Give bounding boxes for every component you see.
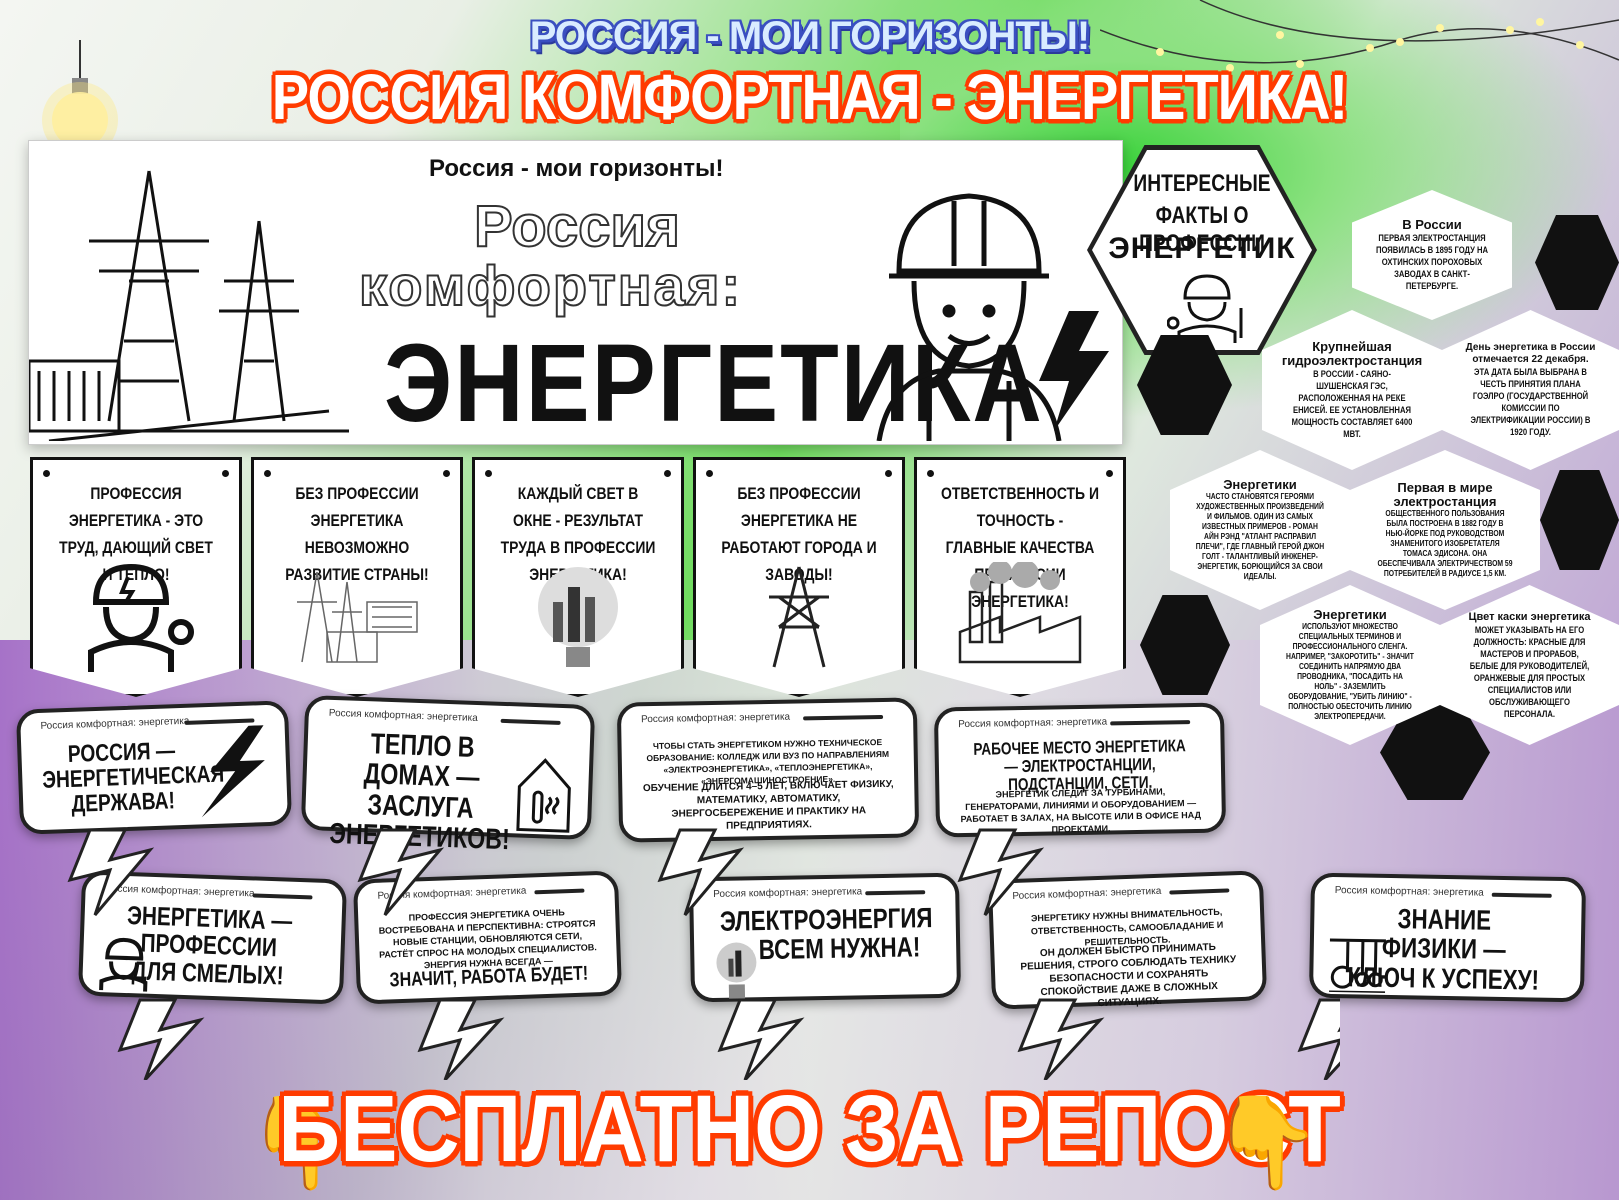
engineer-helmet-icon (876, 193, 1109, 441)
light-bulb-city-icon (538, 567, 618, 667)
bubble-header: Россия комфортная: энергетика (328, 707, 478, 725)
speech-tails (67, 828, 1340, 1080)
sign-text: БЕЗ ПРОФЕССИИ ЭНЕРГЕТИКА НЕВОЗМОЖНО РАЗВ… (285, 484, 429, 584)
pointing-hand-icon: 👇 (1210, 1093, 1323, 1193)
bubble-9: Россия комфортная: энергетика ЗНАНИЕ ФИЗ… (1308, 872, 1587, 1003)
bubble-header: Россия комфортная: энергетика (641, 711, 791, 726)
power-tower-icon (769, 566, 829, 668)
power-tower-icon (29, 170, 349, 441)
bubble-5: Россия комфортная: энергетика ЭНЕРГЕТИКА… (77, 870, 348, 1005)
bubble-text: РОССИЯ — ЭНЕРГЕТИЧЕСКАЯ ДЕРЖАВА! (41, 737, 225, 819)
hero-subtitle: Россия - мои горизонты! (429, 155, 724, 182)
fact-heading: Энергетики (1223, 477, 1297, 492)
hero-panel: Россия - мои горизонты! Россия комфортна… (28, 140, 1123, 445)
fact-text: ПЕРВАЯ ЭЛЕКТРОСТАНЦИЯ ПОЯВИЛАСЬ В 1895 Г… (1375, 233, 1489, 291)
fact-text: ОБЩЕСТВЕННОГО ПОЛЬЗОВАНИЯ БЫЛА ПОСТРОЕНА… (1377, 509, 1513, 578)
fact-heading: Энергетики (1313, 607, 1387, 622)
repost-banner[interactable]: БЕСПЛАТНО ЗА РЕПОСТ (278, 1076, 1341, 1182)
string-lights-icon (1100, 0, 1619, 72)
sign-5: ОТВЕТСТВЕННОСТЬ И ТОЧНОСТЬ - ГЛАВНЫЕ КАЧ… (914, 457, 1126, 697)
pin-icon (264, 470, 271, 477)
light-bulb-icon (716, 942, 757, 999)
pin-icon (485, 470, 492, 477)
factory-icon (958, 562, 1082, 664)
engineer-icon (88, 563, 194, 672)
facts-title-2: ФАКТЫ О ПРОФЕССИИ (1139, 202, 1265, 257)
bubble-1: Россия комфортная: энергетика РОССИЯ — Э… (15, 700, 293, 835)
hero-line-2: комфортная: (358, 253, 743, 318)
fact-hex-7: Цвет каски энергетика МОЖЕТ УКАЗЫВАТЬ НА… (1440, 585, 1619, 745)
sign-2: БЕЗ ПРОФЕССИИ ЭНЕРГЕТИКА НЕВОЗМОЖНО РАЗВ… (251, 457, 463, 697)
sign-4: БЕЗ ПРОФЕССИИ ЭНЕРГЕТИКА НЕ РАБОТАЮТ ГОР… (693, 457, 905, 697)
house-thermometer-icon (516, 758, 571, 833)
facts-title-3: ЭНЕРГЕТИК (1108, 232, 1296, 265)
divider (1491, 892, 1552, 898)
hero-line-1: Россия (473, 193, 681, 260)
lightning-icon (201, 725, 265, 818)
sign-3: КАЖДЫЙ СВЕТ В ОКНЕ - РЕЗУЛЬТАТ ТРУДА В П… (472, 457, 684, 697)
pin-icon (1106, 470, 1113, 477)
pin-icon (885, 470, 892, 477)
fact-heading: День энергетика в России отмечается 22 д… (1465, 342, 1596, 365)
fact-heading: Крупнейшая гидроэлектростанция (1281, 339, 1423, 368)
fact-text: В РОССИИ - САЯНО-ШУШЕНСКАЯ ГЭС, РАСПОЛОЖ… (1291, 369, 1413, 439)
main-title: РОССИЯ КОМФОРТНАЯ - ЭНЕРГЕТИКА! (271, 60, 1348, 133)
divider (803, 714, 884, 721)
divider (1110, 720, 1191, 726)
fact-text: ИСПОЛЬЗУЮТ МНОЖЕСТВО СПЕЦИАЛЬНЫХ ТЕРМИНО… (1286, 622, 1414, 721)
fact-hex-4: Энергетики ЧАСТО СТАНОВЯТСЯ ГЕРОЯМИ ХУДО… (1170, 450, 1350, 610)
hero-title: ЭНЕРГЕТИКА (384, 322, 1044, 446)
pin-icon (43, 470, 50, 477)
bubble-4: Россия комфортная: энергетика РАБОЧЕЕ МЕ… (933, 702, 1227, 838)
pin-icon (222, 470, 229, 477)
sign-1: ПРОФЕССИЯ ЭНЕРГЕТИКА - ЭТО ТРУД, ДАЮЩИЙ … (30, 457, 242, 697)
top-title: РОССИЯ - МОИ ГОРИЗОНТЫ! (529, 14, 1091, 58)
bubble-7: Россия комфортная: энергетика ЭЛЕКТРОЭНЕ… (688, 872, 962, 1003)
sign-text: БЕЗ ПРОФЕССИИ ЭНЕРГЕТИКА НЕ РАБОТАЮТ ГОР… (721, 484, 877, 584)
fact-hex-5: Первая в мире электростанция ОБЩЕСТВЕННО… (1350, 450, 1540, 610)
fact-text: ЧАСТО СТАНОВЯТСЯ ГЕРОЯМИ ХУДОЖЕСТВЕННЫХ … (1195, 492, 1325, 581)
bubble-header: Россия комфортная: энергетика (1334, 885, 1484, 899)
decor-hex (1140, 595, 1230, 695)
pin-icon (664, 470, 671, 477)
light-bulb-icon (42, 40, 118, 158)
engineer-tools-icon (1167, 274, 1243, 343)
power-grid-icon (297, 571, 418, 663)
fact-heading: В России (1402, 217, 1462, 232)
decor-hex (1137, 335, 1232, 435)
facts-title-1: ИНТЕРЕСНЫЕ (1133, 170, 1271, 197)
pin-icon (927, 470, 934, 477)
divider (500, 718, 561, 725)
bubble-2: Россия комфортная: энергетика ТЕПЛО В ДО… (300, 694, 596, 856)
pin-icon (443, 470, 450, 477)
fact-hex-6: Энергетики ИСПОЛЬЗУЮТ МНОЖЕСТВО СПЕЦИАЛЬ… (1260, 585, 1440, 745)
fact-heading: Первая в мире электростанция (1393, 480, 1497, 509)
newton-cradle-icon (1329, 938, 1386, 993)
pin-icon (706, 470, 713, 477)
sign-text: ОТВЕТСТВЕННОСТЬ И ТОЧНОСТЬ - ГЛАВНЫЕ КАЧ… (941, 484, 1099, 611)
fact-heading: Цвет каски энергетика (1468, 611, 1591, 623)
bubble-header: Россия комфортная: энергетика (40, 715, 190, 732)
decor-hex (1540, 470, 1619, 570)
bubble-header: Россия комфортная: энергетика (958, 716, 1108, 731)
fact-text: МОЖЕТ УКАЗЫВАТЬ НА ЕГО ДОЛЖНОСТЬ: КРАСНЫ… (1469, 625, 1590, 719)
fact-text: ЭТА ДАТА БЫЛА ВЫБРАНА В ЧЕСТЬ ПРИНЯТИЯ П… (1470, 367, 1591, 437)
divider (184, 718, 255, 725)
engineer-icon (99, 937, 148, 992)
pointing-hand-icon: 👇 (245, 1093, 358, 1193)
